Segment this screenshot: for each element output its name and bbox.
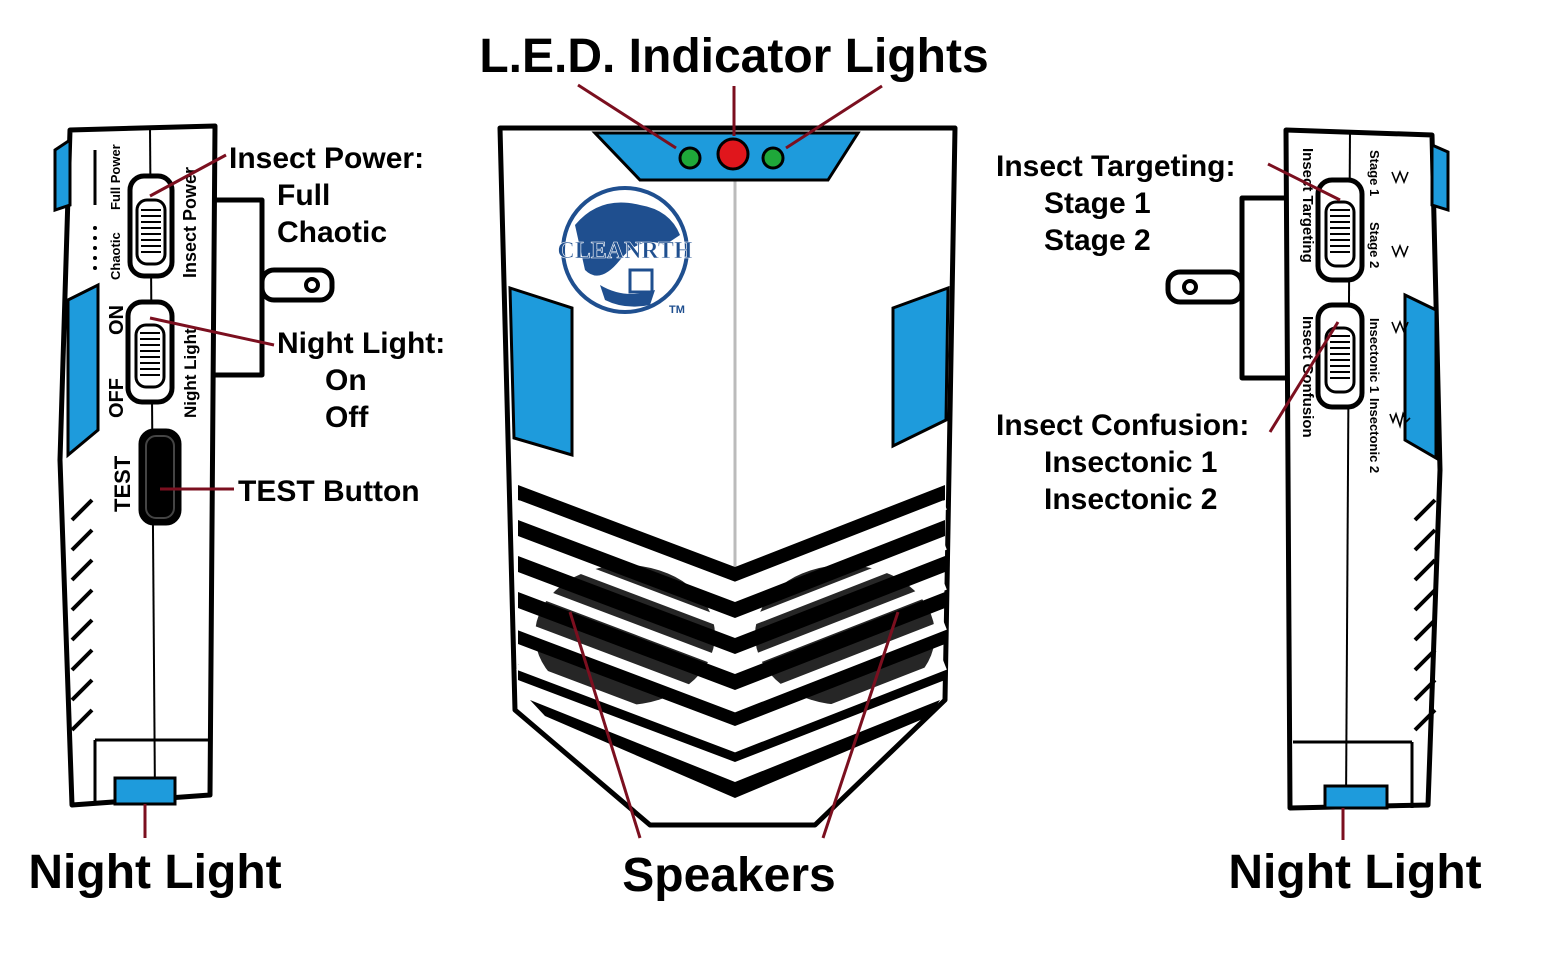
insect-targeting-option-stage1: Stage 1 [1044, 187, 1151, 220]
insectonic1-switch-label: Insectonic 1 [1367, 318, 1382, 393]
insectonic1-wave-icon [1391, 319, 1409, 335]
insect-targeting-heading: Insect Targeting: [996, 150, 1235, 183]
right-plug-hole-icon [1182, 279, 1198, 295]
led-green-left-icon [678, 146, 702, 170]
stage2-wave-icon [1391, 243, 1409, 259]
stage1-switch-label: Stage 1 [1367, 150, 1382, 196]
insect-targeting-option-stage2: Stage 2 [1044, 224, 1151, 257]
left-side-light-strip [66, 282, 100, 459]
insect-power-switch-label: Insect Power [180, 167, 200, 278]
speakers-callout: Speakers [568, 611, 900, 902]
insect-confusion-option-insectonic2: Insectonic 2 [1044, 483, 1217, 516]
left-callouts: Insect Power: Full Chaotic Night Light: … [28, 142, 445, 899]
insectonic2-wave-icon [1389, 411, 1411, 429]
led-green-right-icon [761, 146, 785, 170]
left-night-light-led [113, 776, 177, 806]
right-night-light-led [1323, 784, 1389, 810]
right-plug-prong [1165, 269, 1245, 305]
left-night-light-callout: Night Light [28, 846, 281, 899]
right-callouts: Insect Targeting: Stage 1 Stage 2 Insect… [996, 150, 1482, 899]
full-power-switch-label: Full Power [108, 144, 123, 210]
left-plug-hole-icon [304, 277, 320, 293]
front-left-light-panel [508, 285, 574, 458]
off-switch-label: OFF [106, 378, 128, 418]
insect-targeting-switch-label: Insect Targeting [1299, 148, 1316, 263]
stage1-wave-icon [1391, 169, 1409, 185]
insect-confusion-option-insectonic1: Insectonic 1 [1044, 446, 1217, 479]
left-side-view: Full Power Chaotic Insect Power ON OFF N… [53, 123, 335, 808]
on-switch-label: ON [106, 305, 128, 335]
logo-text: CLEANRTH [557, 238, 693, 264]
night-light-switch-label: Night Light [181, 328, 200, 418]
insect-confusion-switch-label: Insect Confusion [1299, 316, 1316, 438]
led-indicator-title: L.E.D. Indicator Lights [479, 30, 988, 83]
insect-confusion-heading: Insect Confusion: [996, 409, 1249, 442]
logo-tm: TM [669, 304, 685, 316]
cleanrth-logo: CLEANRTH TM [557, 186, 693, 316]
right-plug-housing [1239, 195, 1288, 381]
front-right-light-panel [891, 285, 950, 449]
right-side-light-strip [1403, 292, 1438, 461]
night-light-option-off: Off [325, 401, 369, 434]
test-switch-label: TEST [110, 455, 135, 512]
right-night-light-callout: Night Light [1228, 846, 1481, 899]
speakers-label: Speakers [622, 849, 836, 902]
insect-power-heading: Insect Power: [229, 142, 424, 175]
insect-power-option-full: Full [277, 179, 330, 212]
right-device-body [1283, 127, 1443, 811]
insectonic2-switch-label: Insectonic 2 [1367, 398, 1382, 473]
front-view: CLEANRTH TM [497, 125, 958, 828]
test-button-callout: TEST Button [238, 475, 420, 508]
right-side-view: Insect Targeting Stage 1 Stage 2 Insect … [1165, 127, 1450, 811]
led-callout-lines [577, 83, 883, 150]
stage2-switch-label: Stage 2 [1367, 222, 1382, 268]
night-light-switch-heading: Night Light: [277, 327, 445, 360]
left-plug-prong [259, 267, 335, 303]
insect-power-option-chaotic: Chaotic [277, 216, 387, 249]
night-light-option-on: On [325, 364, 367, 397]
chaotic-switch-label: Chaotic [108, 232, 123, 280]
led-red-icon [716, 137, 750, 171]
